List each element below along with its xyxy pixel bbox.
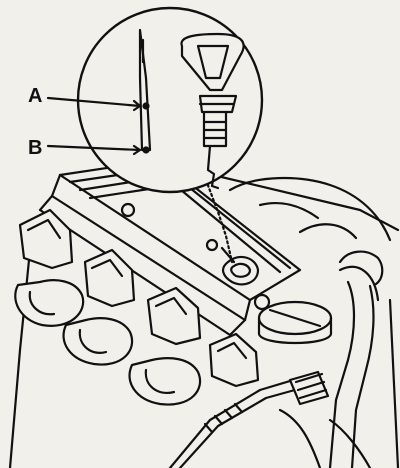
zoom-leader-line (204, 178, 234, 264)
dipstick-handle (180, 32, 245, 190)
callout-b: B (28, 137, 43, 159)
ignition-coil-4 (208, 332, 260, 388)
wiring-harness (168, 376, 304, 468)
oil-filler-cap (257, 300, 333, 345)
radiator-hose (288, 250, 384, 468)
lower-engine-detail (278, 408, 372, 468)
callout-a: A (28, 85, 43, 107)
ignition-coil-1 (14, 208, 85, 327)
level-marks (46, 96, 150, 156)
ignition-coil-2 (62, 248, 136, 366)
dipstick-ring-handle (220, 246, 260, 286)
dipstick-tip (138, 28, 152, 152)
ignition-coil-3 (128, 286, 202, 406)
